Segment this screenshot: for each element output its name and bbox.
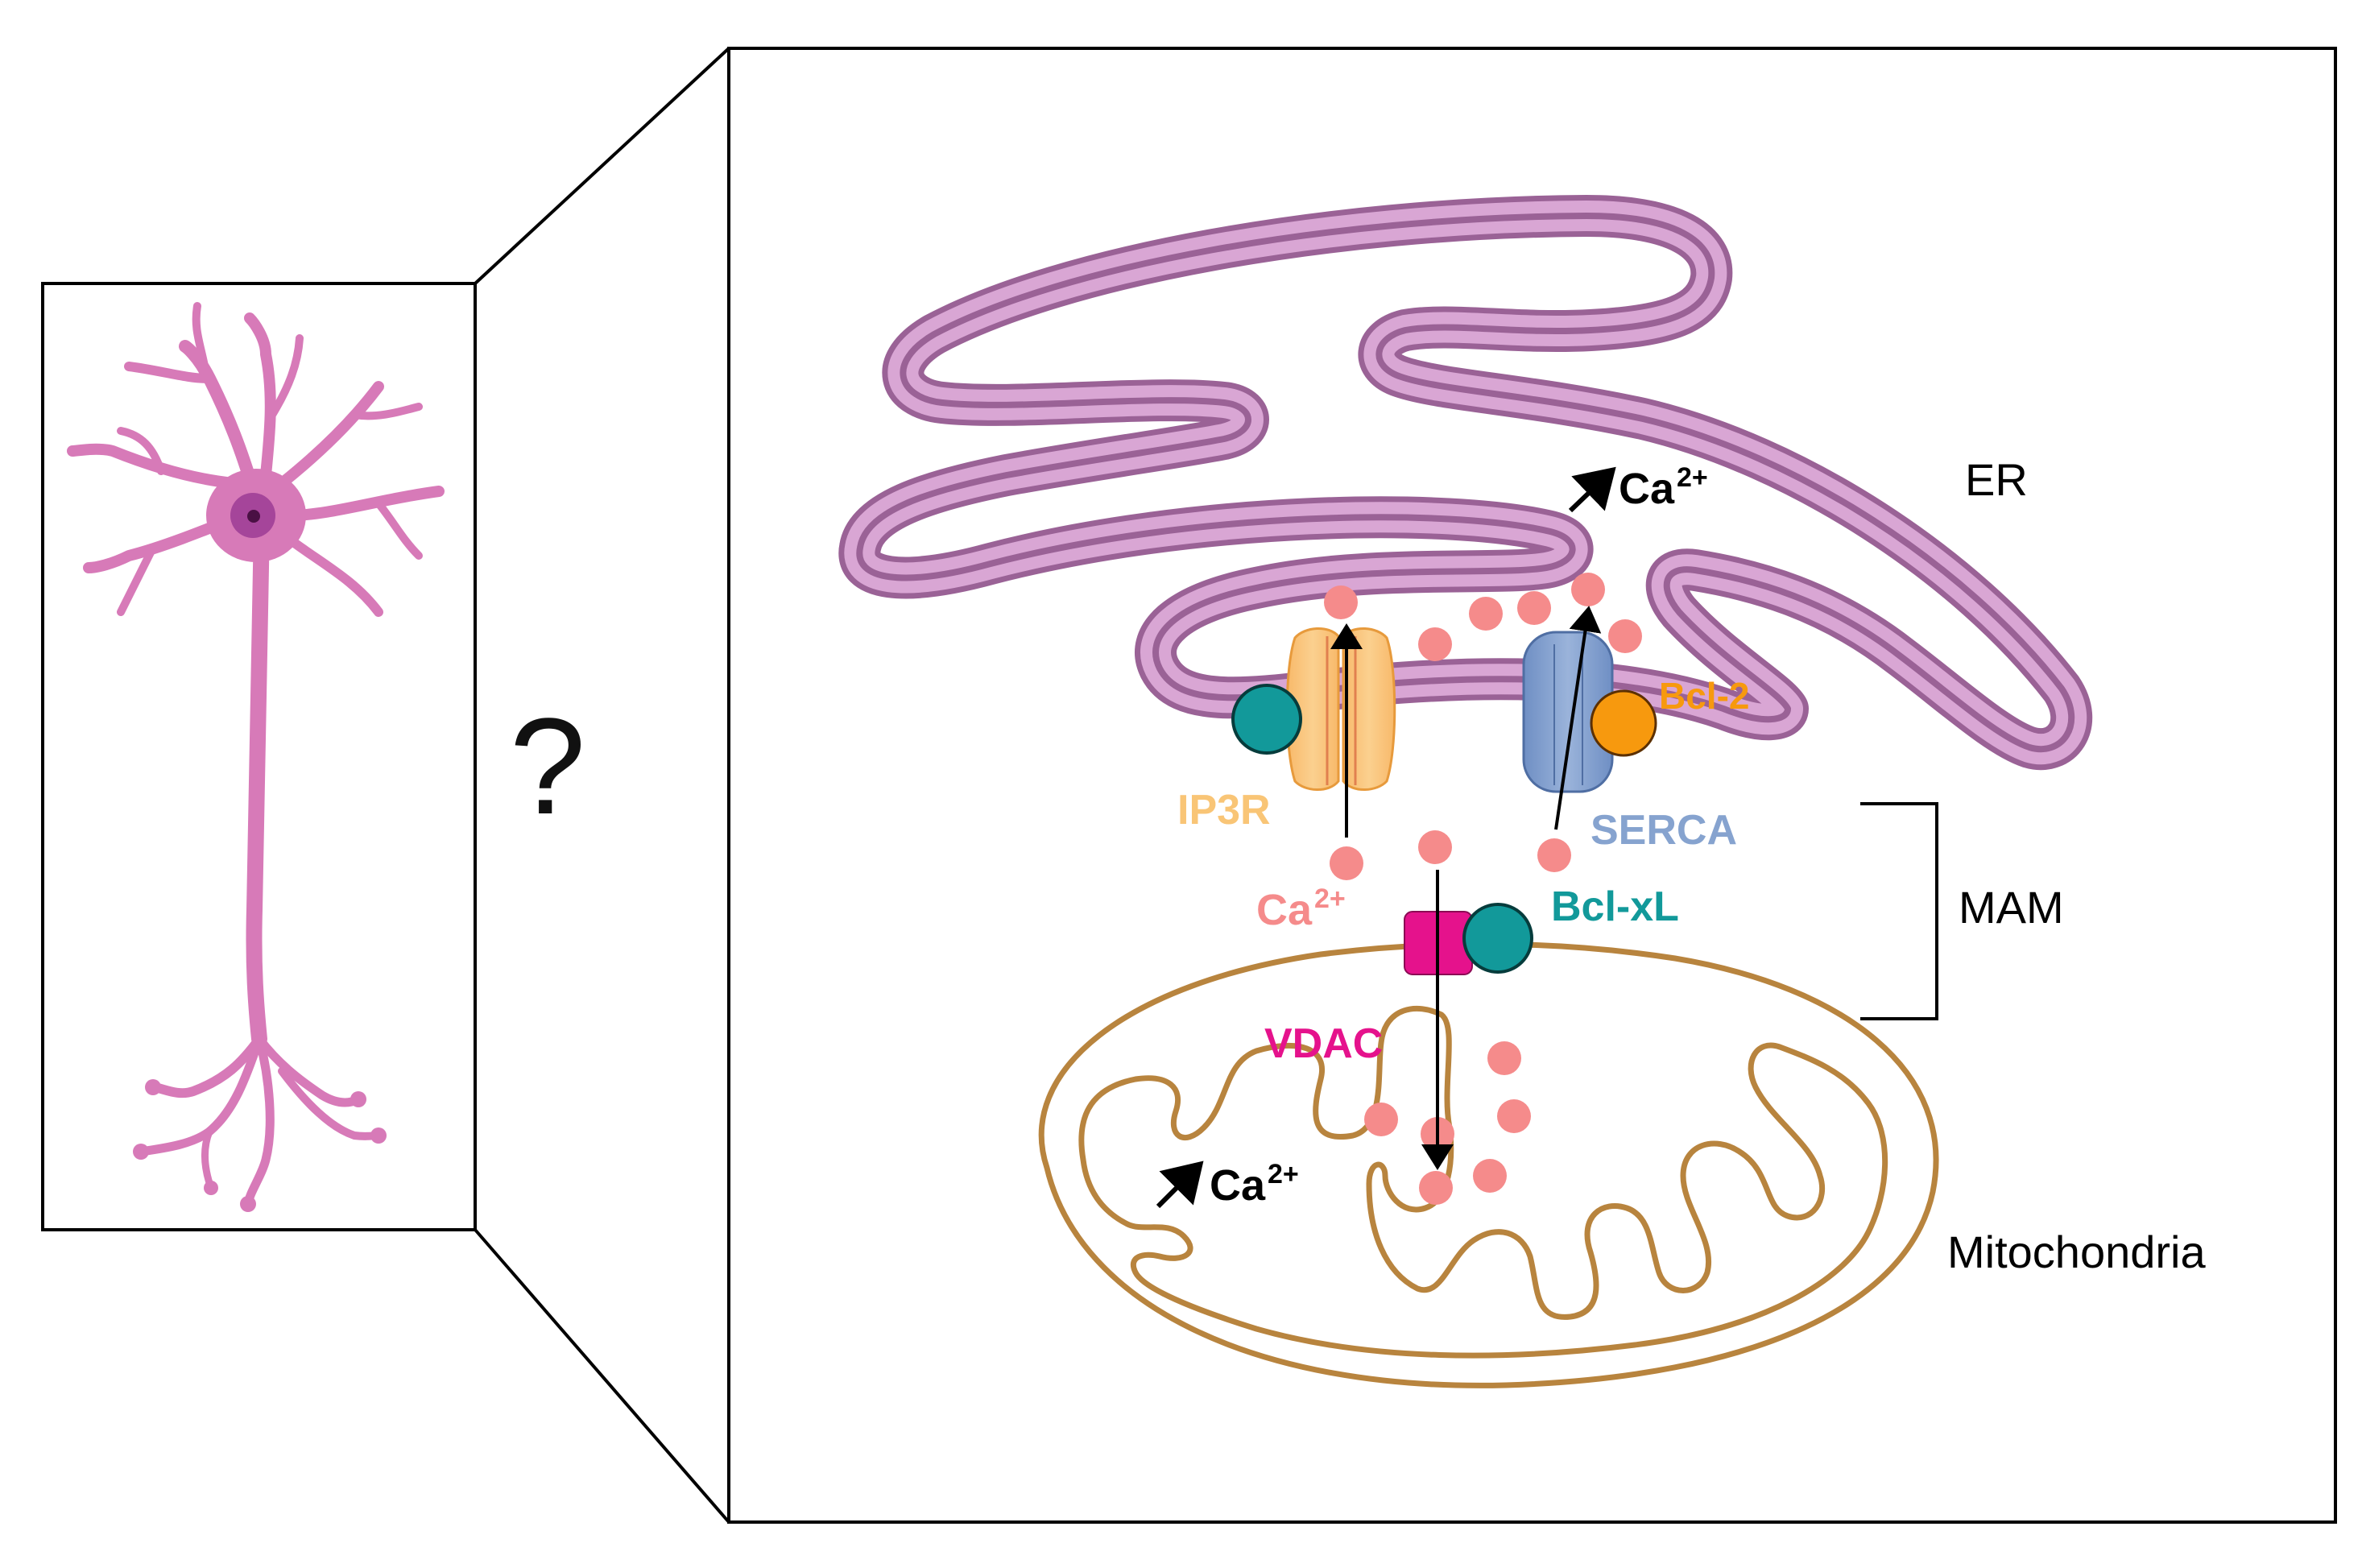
ip3r-channel <box>1285 627 1396 791</box>
bclxl-label: Bcl-xL <box>1551 883 1679 930</box>
bclxl-on-ip3r <box>1231 684 1302 755</box>
vdac-label: VDAC <box>1264 1020 1383 1067</box>
ca-label-mito: Ca 2+ <box>1210 1159 1299 1210</box>
ca-label-cytosol: Ca 2+ <box>1256 883 1346 934</box>
mam-bracket <box>1860 802 1938 1020</box>
zoom-line-top <box>474 47 730 285</box>
mam-label: MAM <box>1959 882 2064 933</box>
cell-panel <box>727 47 2337 1524</box>
serca-label: SERCA <box>1591 807 1737 854</box>
er-label: ER <box>1965 454 2028 505</box>
svg-text:Ca: Ca <box>1256 886 1313 934</box>
calcium-ions <box>1324 573 1642 1205</box>
neuron-terminal-knobs <box>133 1079 387 1212</box>
svg-text:Ca: Ca <box>1210 1161 1266 1210</box>
svg-text:2+: 2+ <box>1314 883 1346 914</box>
svg-text:2+: 2+ <box>1268 1159 1299 1189</box>
er-membrane <box>838 195 2093 771</box>
svg-text:Ca: Ca <box>1619 465 1675 513</box>
question-mark: ? <box>510 690 586 843</box>
ca-label-er: Ca 2+ <box>1619 462 1708 513</box>
arrow-up-icon <box>1568 466 1616 513</box>
arrow-up-icon <box>1156 1160 1204 1209</box>
zoom-line-bottom <box>474 1228 730 1524</box>
ip3r-label: IP3R <box>1177 787 1271 834</box>
neuron-nucleolus <box>247 510 260 523</box>
mitochondria-label: Mitochondria <box>1947 1227 2206 1277</box>
bclxl-on-vdac <box>1462 903 1533 974</box>
mitochondria <box>1038 941 1939 1388</box>
serca-flux-arrow <box>1554 606 1602 830</box>
bcl2-label: Bcl-2 <box>1659 675 1749 717</box>
svg-text:2+: 2+ <box>1677 462 1708 493</box>
bcl2-on-serca <box>1590 689 1657 757</box>
neuron-icon <box>67 302 445 1209</box>
